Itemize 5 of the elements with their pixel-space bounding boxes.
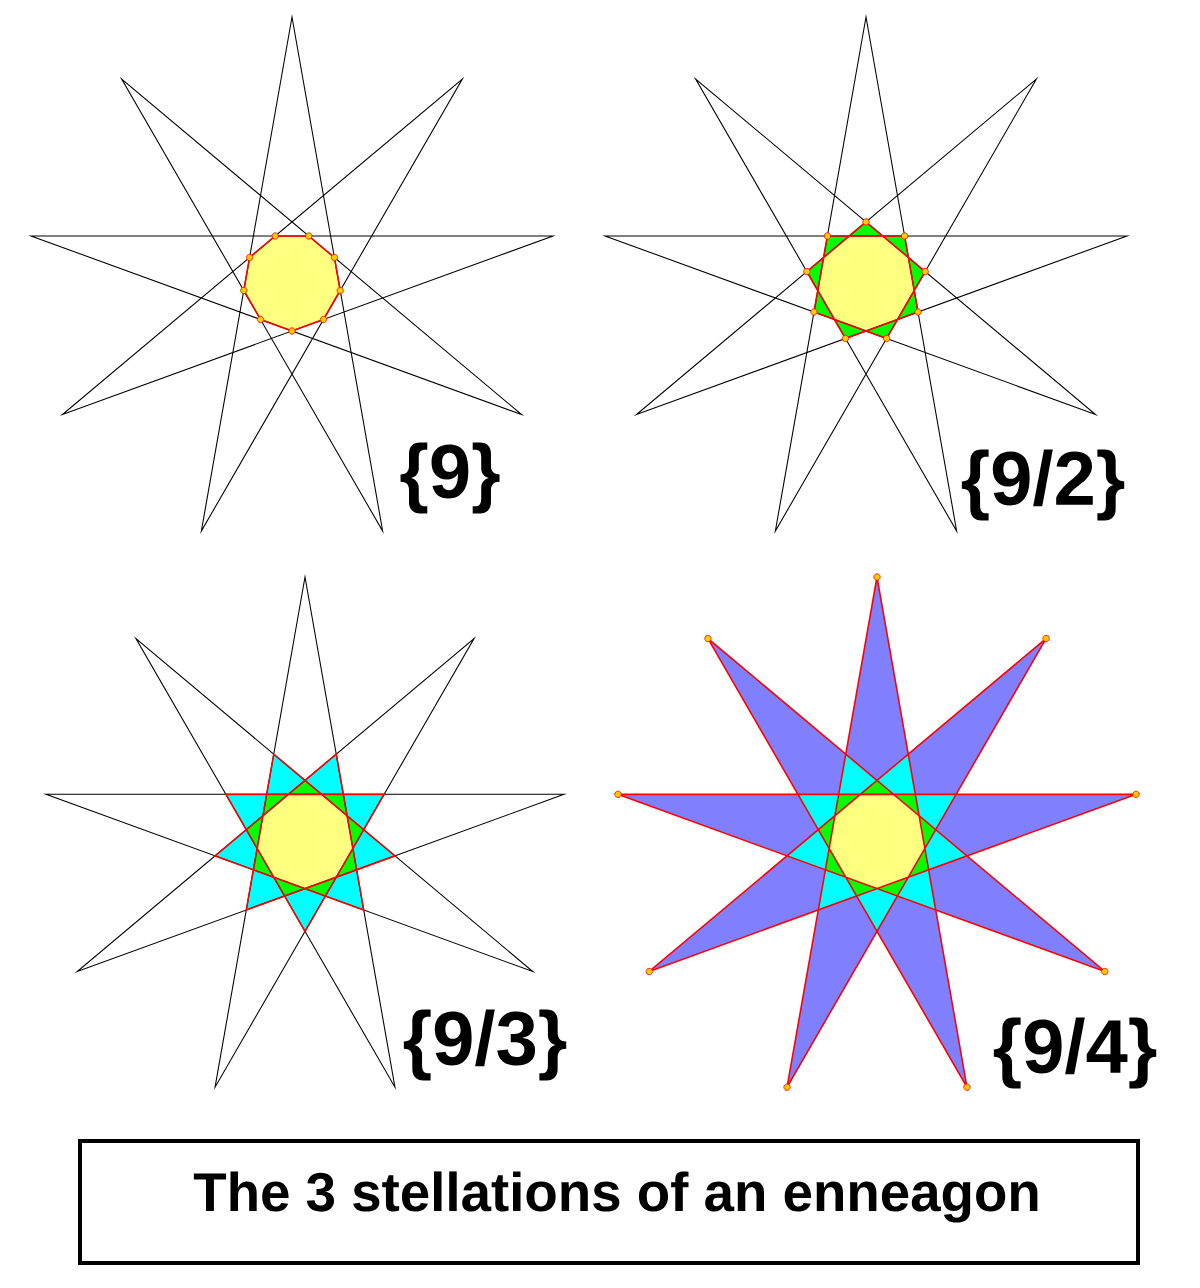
symbol-label: {9} [400,442,500,514]
symbol-label: {9/3} [403,1009,567,1081]
symbol-label: {9/4} [993,1017,1157,1089]
symbol-label: {9/2} [961,449,1125,521]
caption-box: The 3 stellations of an enneagon [78,1139,1140,1265]
